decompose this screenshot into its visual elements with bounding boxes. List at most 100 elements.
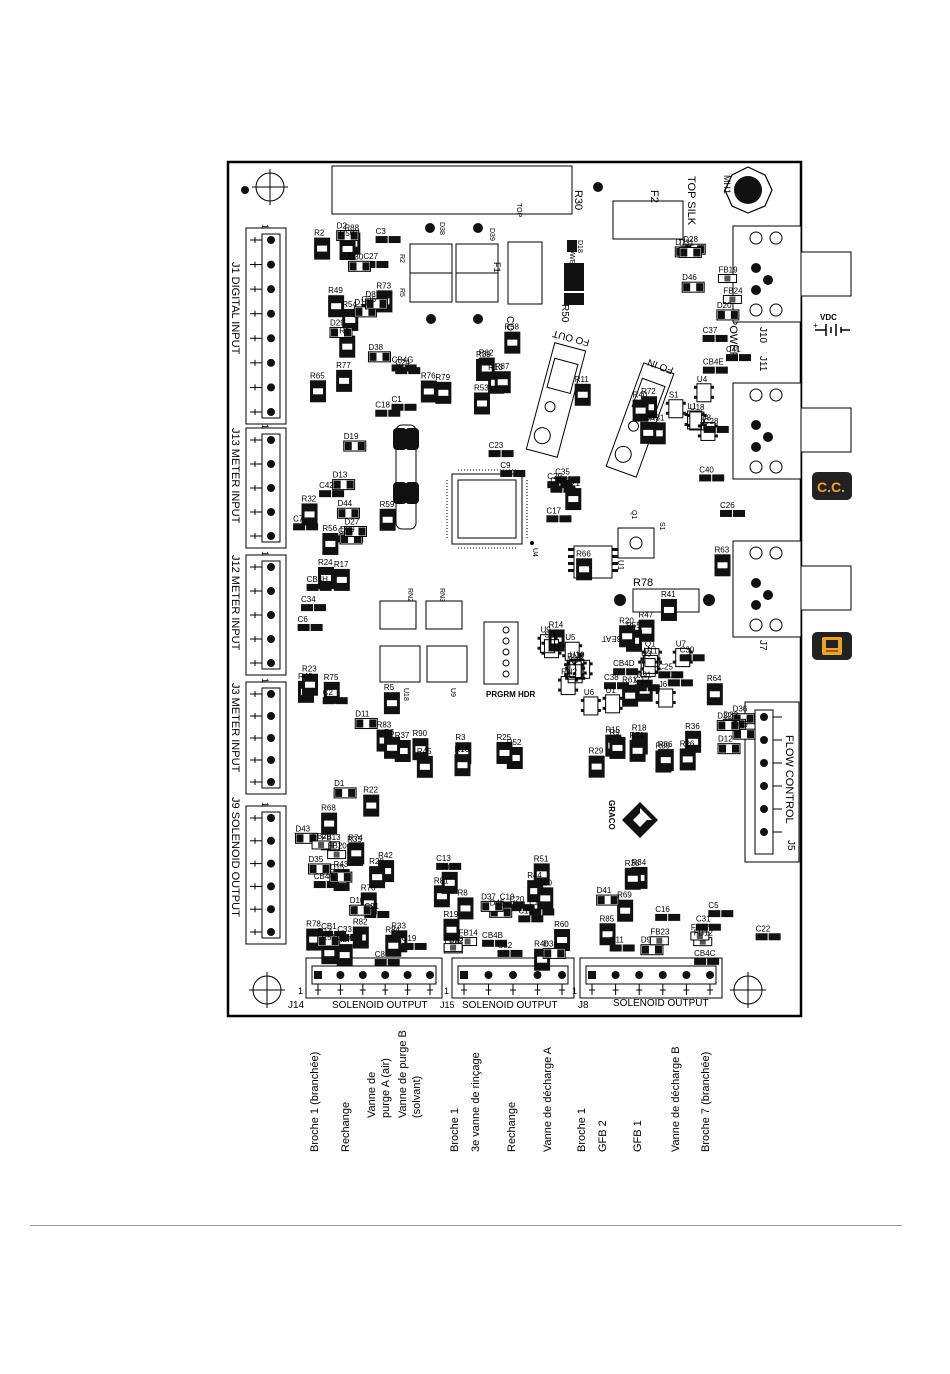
ref-c11: C11 [610, 935, 625, 944]
ref-rn2: RN2 [561, 668, 578, 677]
ref-c25: C25 [658, 662, 673, 671]
ref-fb13: FB13 [321, 833, 341, 842]
component-r20 [619, 625, 636, 648]
component-cb4f [550, 485, 576, 493]
ref-r10: R10 [537, 878, 552, 887]
ref-r27: R27 [337, 935, 352, 944]
ref-r63: R63 [715, 545, 730, 554]
ref-cb4g: CB4G [392, 355, 414, 364]
component-c26 [720, 509, 746, 517]
component-d2 [336, 230, 360, 242]
component-cb4b [482, 939, 508, 947]
component-r47 [638, 619, 655, 642]
ref-r34: R34 [631, 858, 646, 867]
component-u18 [686, 411, 707, 431]
terminal-block-j14: 1 [298, 957, 443, 999]
component-r87 [494, 371, 511, 394]
ref-r8: R8 [457, 888, 468, 897]
ref-q1: Q1 [645, 640, 656, 649]
ref-j2: J2 [576, 651, 585, 660]
component-r79 [435, 381, 452, 404]
component-cb4g [391, 364, 417, 372]
jack-j11 [732, 382, 852, 480]
component-c32 [497, 949, 523, 957]
component-cb4e [702, 366, 728, 374]
ref-cb4d: CB4D [613, 659, 635, 668]
component-c11 [609, 944, 635, 952]
ref-r24: R24 [318, 558, 333, 567]
terminal-block-j12: 1 [245, 551, 287, 676]
ref-r82: R82 [353, 918, 368, 927]
ref-r20: R20 [619, 616, 634, 625]
ref-d17: D17 [354, 298, 369, 307]
connector-j5 [744, 701, 800, 863]
ref-c9: C9 [500, 461, 511, 470]
fo-out-module [525, 342, 587, 458]
ref-r36: R36 [685, 722, 700, 731]
component-d12 [717, 743, 741, 755]
ref-r81: R81 [434, 876, 449, 885]
component-r58 [504, 331, 521, 354]
terminal-block-j13: 1 [245, 424, 287, 549]
component-r64 [706, 683, 723, 706]
ref-r28: R28 [369, 857, 384, 866]
page-divider [30, 1225, 902, 1226]
ref-r14: R14 [549, 620, 564, 629]
component-r38 [624, 867, 641, 890]
ref-r70: R70 [361, 883, 376, 892]
ref-d29: D29 [330, 318, 345, 327]
component-d32 [716, 719, 740, 731]
component-u9 [537, 634, 558, 654]
ref-fb17: FB17 [691, 923, 711, 932]
ref-c17: C17 [546, 506, 561, 515]
component-c6 [297, 623, 323, 631]
component-r71 [629, 739, 646, 762]
jack-j7 [732, 540, 852, 638]
ref-r31: R31 [650, 413, 665, 422]
component-r26 [679, 748, 696, 771]
component-d9 [640, 944, 664, 956]
component-r84 [385, 934, 402, 957]
ref-r59: R59 [380, 500, 395, 509]
ref-c42: C42 [319, 481, 334, 490]
j14-ref: J14 [288, 1000, 305, 1011]
component-r80 [640, 421, 657, 444]
ref-r9: R9 [609, 728, 620, 737]
ref-c3: C3 [376, 227, 387, 236]
svg-text:C.C.: C.C. [817, 479, 845, 495]
ref-d28: D28 [683, 235, 698, 244]
component-d29 [329, 326, 353, 338]
power-led-label: POWER [568, 243, 575, 269]
d18-label: D18 [576, 240, 583, 253]
pin-one-marker: 1 [572, 986, 577, 996]
ref-x1: X1 [568, 656, 578, 665]
component-r27 [336, 944, 353, 967]
ref-r52: R52 [507, 738, 522, 747]
component-r85 [599, 923, 616, 946]
ref-d31: D31 [679, 238, 694, 247]
component-c40 [699, 474, 725, 482]
ref-fb24: FB24 [723, 286, 743, 295]
ref-d36: D36 [733, 705, 748, 714]
pin-annotation: Rechange [340, 1102, 352, 1152]
component-j6 [655, 688, 676, 708]
component-r77 [336, 369, 353, 392]
ref-c2: C2 [323, 688, 334, 697]
component-fb23 [649, 936, 669, 946]
ref-r1: R1 [339, 327, 350, 336]
pin-one-marker: 1 [260, 551, 270, 556]
ref-u11: U11 [643, 646, 658, 655]
f2-label: F2 [648, 190, 660, 203]
ref-r6: R6 [384, 728, 395, 737]
terminal-block-j1: 1 [245, 224, 287, 425]
ref-r25: R25 [496, 733, 511, 742]
component-c28 [703, 425, 729, 433]
ref-r84: R84 [385, 926, 400, 935]
svg-text:R78: R78 [633, 577, 653, 589]
ic-u4 [446, 469, 534, 549]
ref-r23: R23 [302, 665, 317, 674]
ref-d13: D13 [333, 471, 348, 480]
ref-c16: C16 [655, 905, 670, 914]
ref-d19: D19 [344, 432, 359, 441]
